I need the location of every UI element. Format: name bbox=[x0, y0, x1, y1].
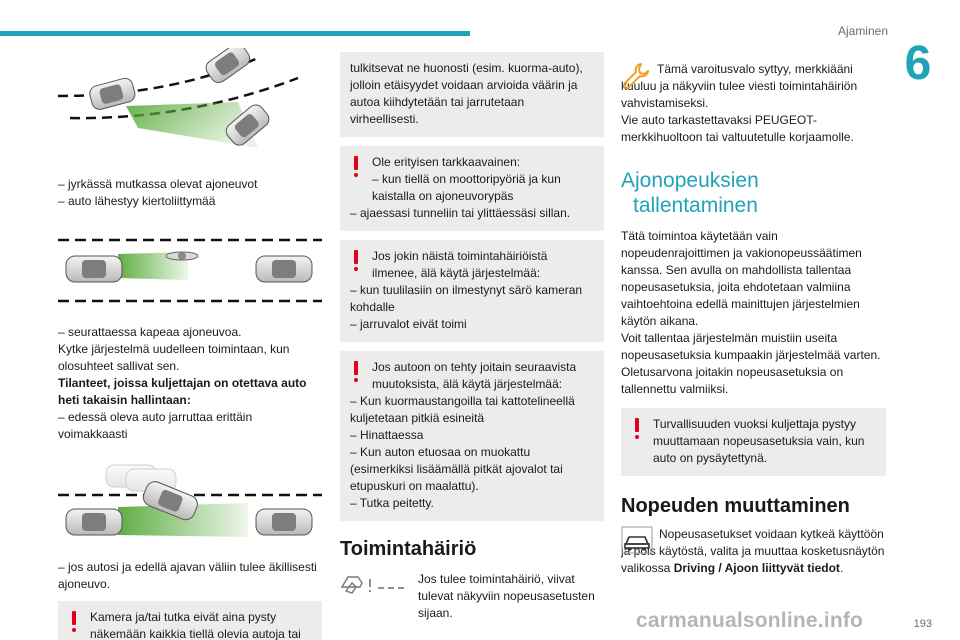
warning-text: tulkitsevat ne huonosti (esim. kuorma-au… bbox=[350, 61, 583, 126]
column-2: tulkitsevat ne huonosti (esim. kuorma-au… bbox=[340, 52, 604, 622]
illustration-curve bbox=[58, 48, 322, 166]
menu-path: Driving / Ajoon liittyvät tiedot bbox=[673, 561, 840, 575]
chapter-number: 6 bbox=[904, 37, 932, 90]
warning-heading: Jos autoon on tehty joitain seuraavista … bbox=[372, 360, 577, 391]
warning-icon bbox=[633, 418, 641, 440]
header-accent-bar bbox=[0, 31, 470, 36]
warning-box: Jos autoon on tehty joitain seuraavista … bbox=[340, 351, 604, 521]
fault-title: Toimintahäiriö bbox=[340, 538, 477, 560]
column-1: – jyrkässä mutkassa olevat ajoneuvot – a… bbox=[58, 48, 322, 640]
car-settings-icon bbox=[621, 526, 653, 559]
service-warning-text: Tämä varoitusvalo syttyy, merkkiääni kuu… bbox=[621, 62, 858, 110]
text-line: – edessä oleva auto jarruttaa erittäin v… bbox=[58, 410, 253, 441]
section-title: Ajaminen bbox=[837, 24, 888, 38]
warning-heading: Ole erityisen tarkkaavainen: bbox=[372, 155, 521, 169]
speed-change-title: Nopeuden muuttaminen bbox=[621, 495, 850, 517]
speed-memory-text-2: Voit tallentaa järjestelmän muistiin use… bbox=[621, 331, 881, 396]
warning-line: – kun tuulilasiin on ilmestynyt särö kam… bbox=[350, 283, 583, 314]
text-block-b: – seurattaessa kapeaa ajoneuvoa. Kytke j… bbox=[58, 324, 322, 443]
watermark: carmanualsonline.info bbox=[636, 609, 864, 632]
warning-text: Kamera ja/tai tutka eivät aina pysty näk… bbox=[90, 610, 301, 640]
list-item: – auto lähestyy kiertoliittymää bbox=[58, 194, 216, 208]
warning-box: Ole erityisen tarkkaavainen: – kun tiell… bbox=[340, 146, 604, 231]
fault-row: Jos tulee toimintahäiriö, viivat tulevat… bbox=[340, 571, 604, 622]
text-line: Kytke järjestelmä uudelleen toimintaan, … bbox=[58, 342, 290, 373]
text-line: – jos autosi ja edellä ajavan väliin tul… bbox=[58, 560, 317, 591]
speed-memory-title-line-1: Ajonopeuksien bbox=[621, 169, 759, 192]
warning-icon bbox=[352, 156, 360, 178]
page-number: 193 bbox=[913, 618, 932, 630]
warning-line: – Kun kuormaustangoilla tai kattotelinee… bbox=[350, 394, 575, 425]
service-advice-text: Vie auto tarkastettavaksi PEUGEOT-merkki… bbox=[621, 113, 854, 144]
warning-box: Kamera ja/tai tutka eivät aina pysty näk… bbox=[58, 601, 322, 640]
warning-box: Turvallisuuden vuoksi kuljettaja pystyy … bbox=[621, 408, 886, 476]
warning-line: – Hinattaessa bbox=[350, 428, 424, 442]
warning-icon bbox=[70, 611, 78, 633]
warning-line: – jarruvalot eivät toimi bbox=[350, 317, 467, 331]
fault-text: Jos tulee toimintahäiriö, viivat tulevat… bbox=[418, 572, 595, 620]
warning-box-continued: tulkitsevat ne huonosti (esim. kuorma-au… bbox=[340, 52, 604, 137]
speed-memory-heading: Ajonopeuksien tallentaminen bbox=[621, 168, 886, 218]
bold-heading-line: Tilanteet, joissa kuljettajan on otettav… bbox=[58, 376, 307, 407]
speed-memory-title-line-2: tallentaminen bbox=[633, 194, 758, 217]
list-a: – jyrkässä mutkassa olevat ajoneuvot – a… bbox=[58, 176, 322, 210]
speed-change-text: Nopeusasetukset voidaan kytkeä käyttöön … bbox=[621, 527, 885, 575]
warning-line: – kun tiellä on moottoripyöriä ja kun ka… bbox=[372, 172, 561, 203]
speed-memory-text: Tätä toimintoa käytetään vain nopeudenra… bbox=[621, 229, 862, 328]
warning-icon bbox=[352, 361, 360, 383]
warning-line: – Tutka peitetty. bbox=[350, 496, 434, 510]
illustration-cut-in bbox=[58, 455, 322, 547]
warning-box: Jos jokin näistä toimintahäiriöistä ilme… bbox=[340, 240, 604, 342]
warning-line: – Kun auton etuosaa on muokattu (esimerk… bbox=[350, 445, 563, 493]
warning-text: Turvallisuuden vuoksi kuljettaja pystyy … bbox=[653, 417, 865, 465]
column-3: Tämä varoitusvalo syttyy, merkkiääni kuu… bbox=[621, 61, 886, 577]
text-line: – seurattaessa kapeaa ajoneuvoa. bbox=[58, 325, 242, 339]
warning-line: – ajaessasi tunneliin tai ylittäessäsi s… bbox=[350, 206, 571, 220]
list-item: – jyrkässä mutkassa olevat ajoneuvot bbox=[58, 177, 258, 191]
warning-icon bbox=[352, 250, 360, 272]
illustration-narrow-vehicle bbox=[58, 224, 322, 314]
speed-change-row: Nopeusasetukset voidaan kytkeä käyttöön … bbox=[621, 526, 886, 577]
wrench-icon bbox=[621, 61, 651, 96]
speed-fault-dashes-icon bbox=[340, 573, 406, 600]
service-warning-row: Tämä varoitusvalo syttyy, merkkiääni kuu… bbox=[621, 61, 886, 112]
warning-heading: Jos jokin näistä toimintahäiriöistä ilme… bbox=[372, 249, 548, 280]
